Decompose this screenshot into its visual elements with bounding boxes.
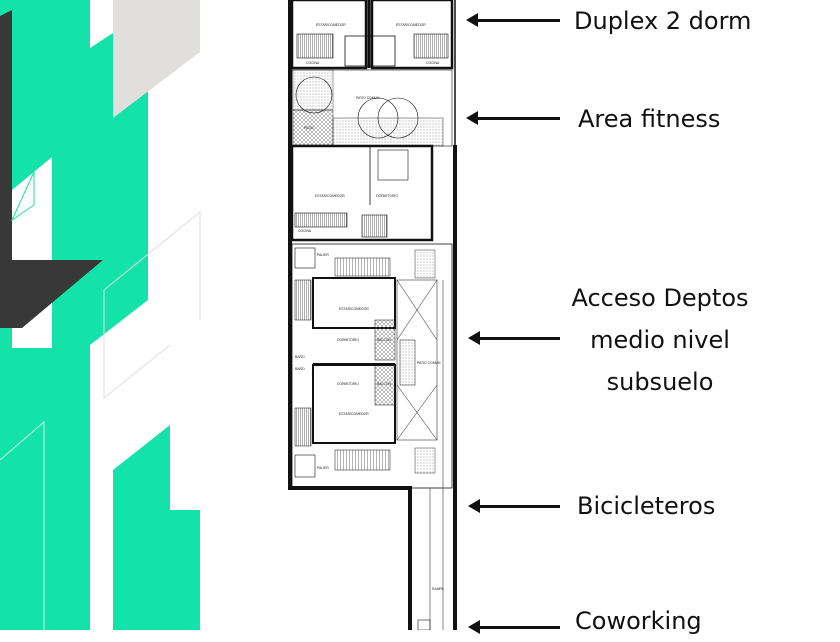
room-label: COCINA xyxy=(426,61,440,65)
fitness-floor xyxy=(332,117,444,147)
grey-parallelogram xyxy=(113,0,200,118)
arrow-left-icon xyxy=(468,499,560,513)
decorative-background xyxy=(0,0,201,630)
outline-line xyxy=(10,171,35,222)
duplex-unit-right xyxy=(370,0,454,70)
kitchen xyxy=(294,212,348,228)
room-label: ESTAR/COMEDOR xyxy=(316,23,346,27)
void-cross xyxy=(396,384,438,441)
room-label: PATIO xyxy=(304,126,314,130)
stairs-2 xyxy=(334,449,391,471)
label-duplex: Duplex 2 dorm xyxy=(574,7,752,35)
planter xyxy=(414,249,436,279)
lower-block xyxy=(291,243,453,489)
stair-core xyxy=(344,35,396,67)
room-label: ESTAR/COMEDOR xyxy=(339,307,369,311)
patio-deck xyxy=(292,109,334,146)
green-step xyxy=(113,425,200,630)
room-label: PALIER xyxy=(317,253,329,257)
label-bicicleteros: Bicicleteros xyxy=(577,492,716,520)
tree xyxy=(377,97,419,139)
void xyxy=(396,279,438,441)
bathroom xyxy=(361,214,388,238)
room-label: BALCON xyxy=(377,382,391,386)
room-label: BALCON xyxy=(377,338,391,342)
bed xyxy=(377,149,409,181)
light-outline xyxy=(0,420,45,630)
stairs xyxy=(334,257,391,277)
balcony-b xyxy=(374,364,396,406)
arrow-left-icon xyxy=(466,111,560,125)
room-label: DORMITORIO xyxy=(376,194,398,198)
kitchen-b xyxy=(294,407,312,447)
room-label: RAMPA xyxy=(432,587,445,591)
arrow-left-icon xyxy=(468,331,560,345)
tree xyxy=(295,76,333,114)
room-label: ESTAR/COMEDOR xyxy=(315,194,345,198)
void-cross xyxy=(396,279,438,341)
room-label: BAÑO xyxy=(295,354,305,359)
label-line: medio nivel xyxy=(590,326,730,354)
grey-outline xyxy=(103,210,201,320)
arrow-left-icon xyxy=(468,620,560,634)
grey-outline-2 xyxy=(103,290,171,400)
room-label: DORMITORIO xyxy=(337,338,359,342)
planter xyxy=(414,447,436,474)
label-coworking: Coworking xyxy=(575,607,702,635)
room-label: ESTAR/COMEDOR xyxy=(396,23,426,27)
room-label: PALIER xyxy=(317,466,329,470)
light-well xyxy=(399,339,416,386)
bike-rack xyxy=(417,619,431,630)
room-label: COCINA xyxy=(306,61,320,65)
label-area-fitness: Area fitness xyxy=(578,105,721,133)
kitchen-left xyxy=(296,33,334,59)
room-label: PATIO COMUN xyxy=(356,96,380,100)
kitchen-a xyxy=(294,279,312,321)
duplex-unit-left xyxy=(290,0,368,70)
elevator xyxy=(294,247,316,269)
tree xyxy=(357,97,399,139)
apartment-upper xyxy=(312,277,396,329)
white-notch xyxy=(90,0,113,48)
room-label: DORMITORIO xyxy=(337,382,359,386)
room-label: PATIO COMUN xyxy=(417,361,441,365)
planter xyxy=(292,69,334,111)
room-label: ESTAR/COMEDOR xyxy=(339,412,369,416)
dark-arrow-shape xyxy=(0,10,103,328)
label-acceso-deptos: Acceso Deptos medio nivel subsuelo xyxy=(560,277,760,403)
apartment-unit xyxy=(290,144,434,242)
balcony-a xyxy=(374,319,396,361)
arrow-left-icon xyxy=(466,13,560,27)
room-label: BAÑO xyxy=(295,366,305,371)
room-label: COCINA xyxy=(298,229,312,233)
kitchen-right xyxy=(413,33,449,59)
label-line: subsuelo xyxy=(606,368,714,396)
label-line: Acceso Deptos xyxy=(571,284,749,312)
elevator-2 xyxy=(294,454,316,478)
